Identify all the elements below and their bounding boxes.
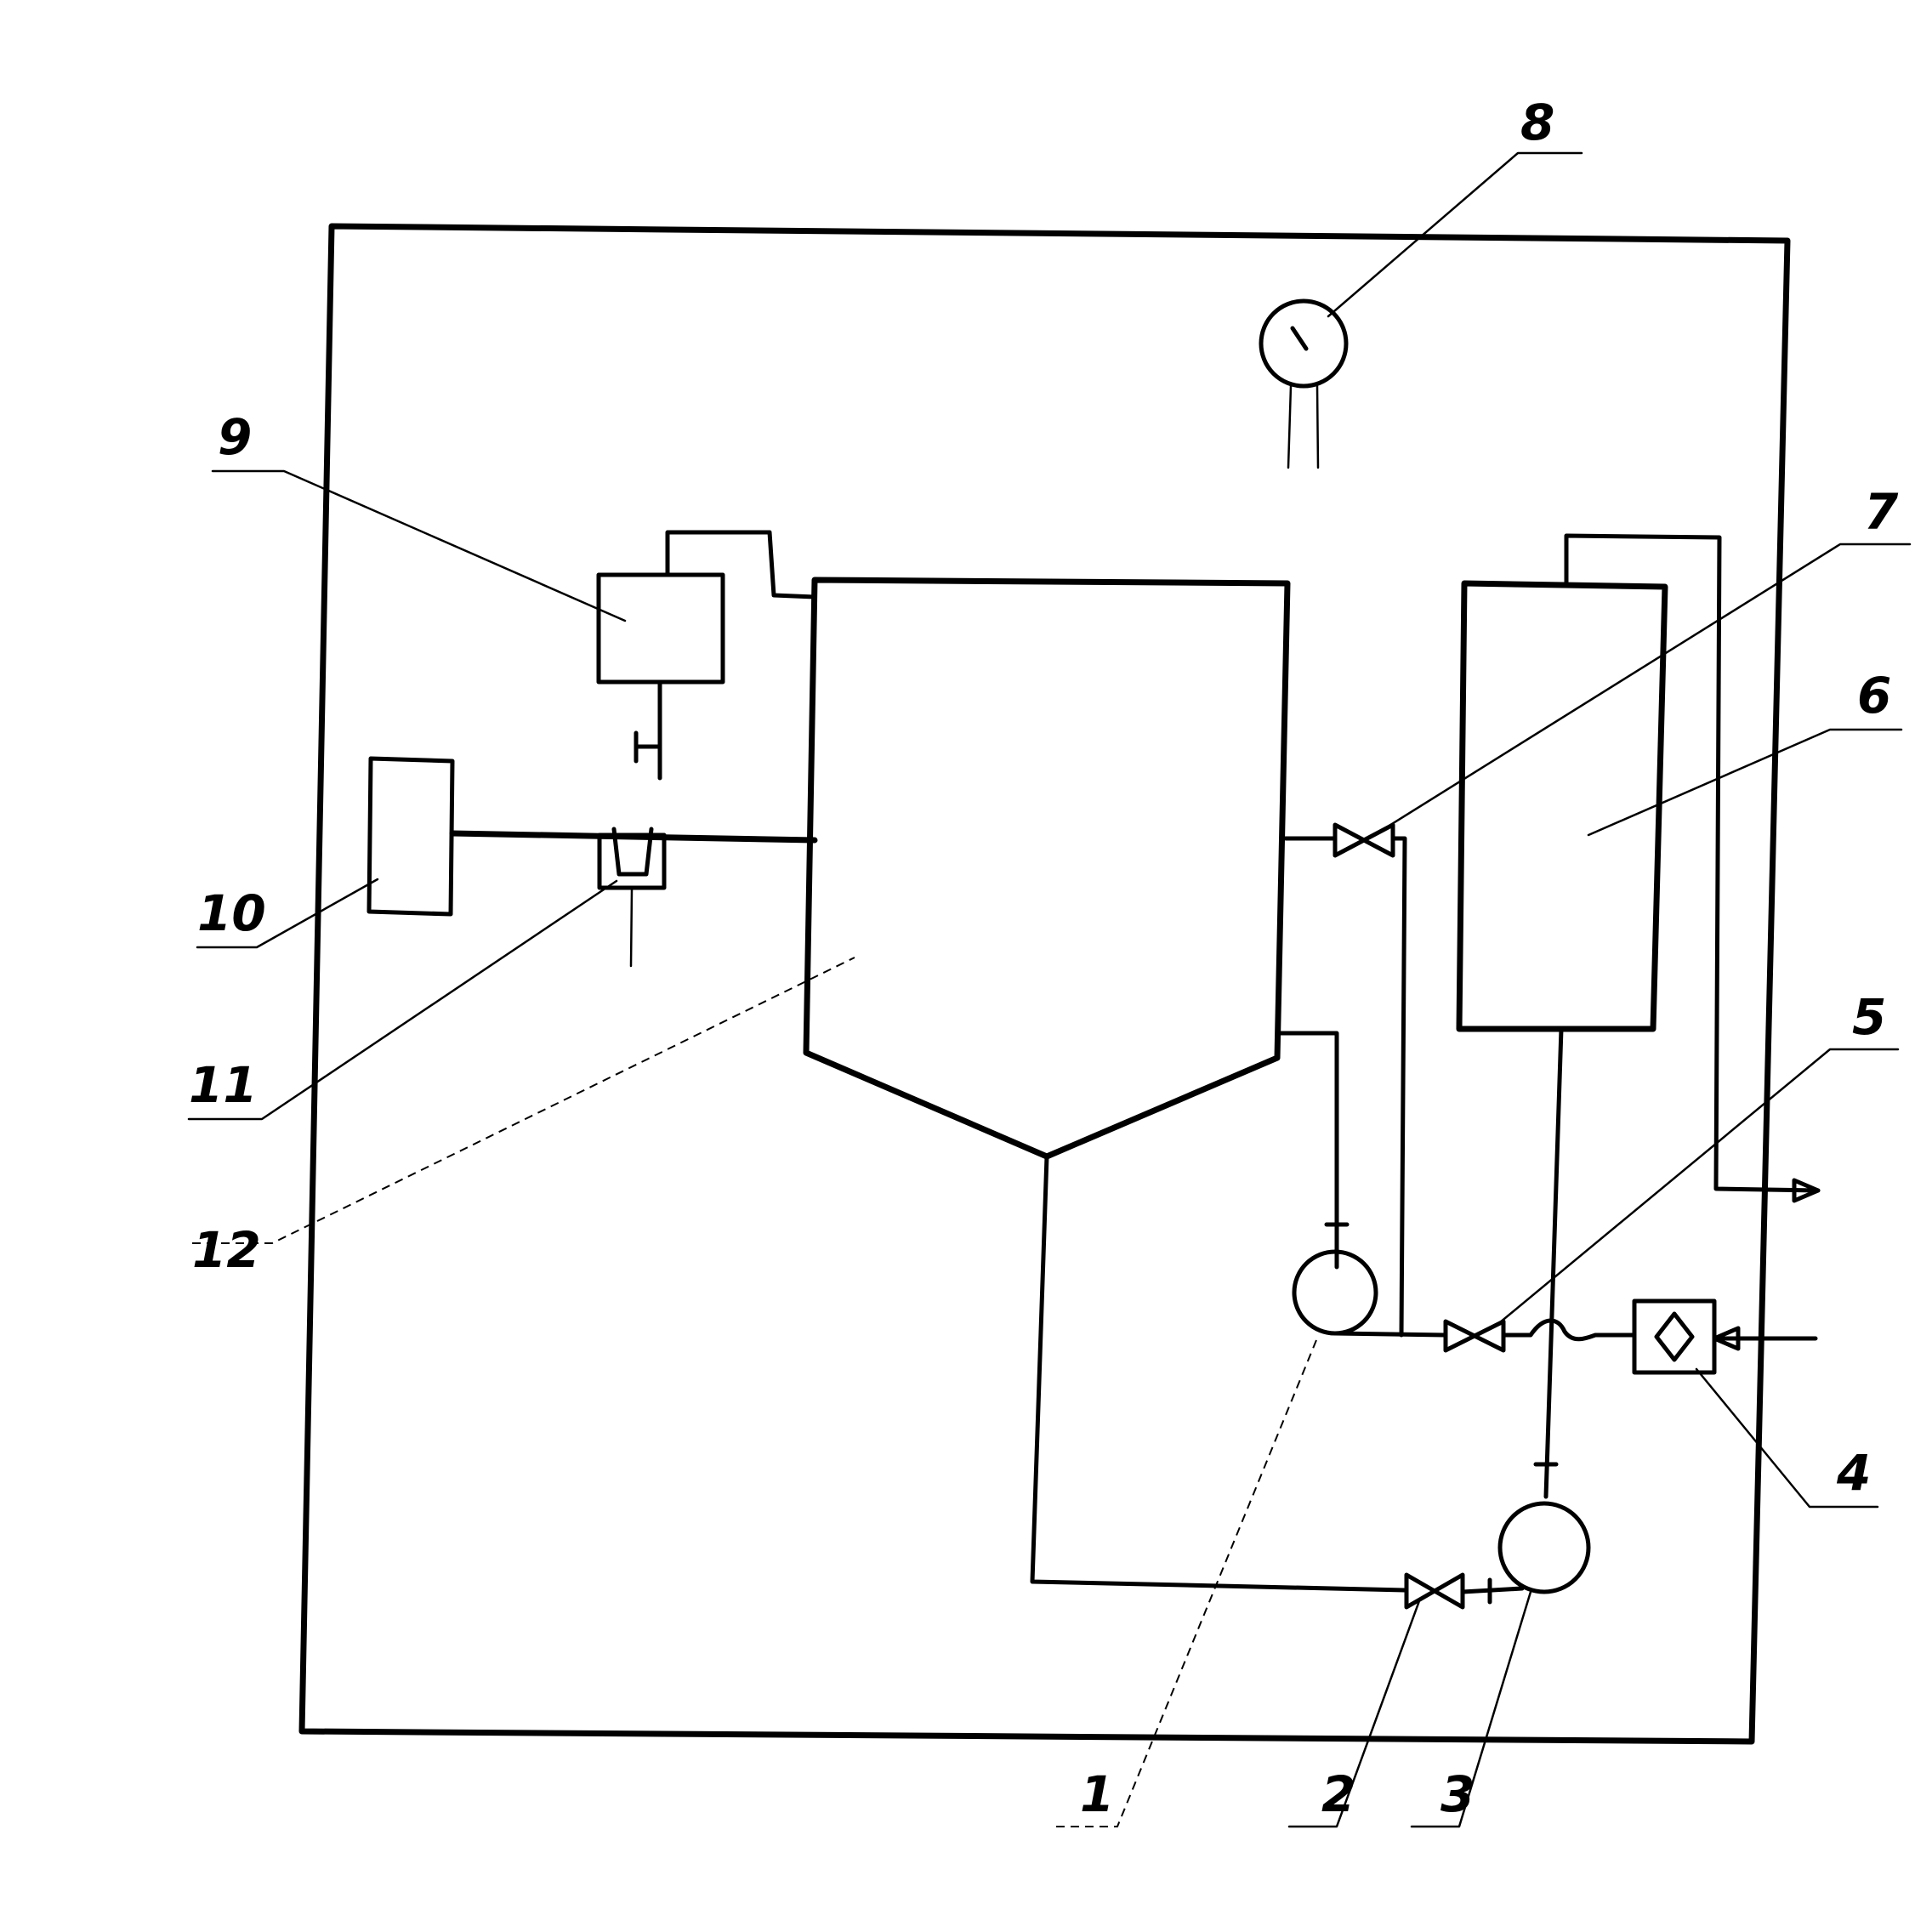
leader-line-4 [1695, 1367, 1879, 1509]
valve-2 [1404, 1572, 1465, 1610]
leader-line-12 [192, 957, 855, 1244]
leader-line-11 [187, 879, 618, 1121]
leader-line-7 [1386, 543, 1912, 828]
leader-line-1 [1051, 1339, 1317, 1827]
component-11-u [611, 827, 654, 877]
component-9-box [596, 572, 725, 685]
outlet-arrow [1792, 1178, 1821, 1203]
main-vessel [803, 577, 1291, 1160]
valve-7-down-pipe [1390, 836, 1407, 1338]
leader-line-5 [1493, 1048, 1900, 1328]
label-10: 10 [197, 884, 266, 942]
check-valve-4-diamond [1654, 1311, 1695, 1362]
leader-line-6 [1587, 728, 1903, 837]
label-9: 9 [218, 408, 252, 466]
leader-line-3 [1410, 1590, 1532, 1828]
leader-line-9 [211, 469, 627, 622]
label-2: 2 [1321, 1765, 1355, 1823]
label-12: 12 [192, 1221, 261, 1279]
tank-6 [1456, 580, 1668, 1032]
label-5: 5 [1852, 988, 1886, 1046]
label-11: 11 [189, 1056, 258, 1114]
gauge-stem [1287, 384, 1320, 469]
leader-line-10 [196, 878, 379, 949]
label-3: 3 [1440, 1765, 1475, 1823]
gauge-dial [1259, 298, 1349, 389]
tank-6-bottom-pipe [1543, 1026, 1564, 1499]
valve-7 [1333, 822, 1395, 858]
valve-2-to-pump-3 [1460, 1586, 1525, 1594]
leader-line-8 [1327, 151, 1583, 318]
component-10-box [367, 756, 455, 917]
label-8: 8 [1520, 94, 1554, 151]
valve-5 [1443, 1319, 1506, 1353]
tank-6-outlet-pipe [1564, 533, 1821, 1193]
component-11-stem [629, 888, 634, 968]
pump-3 [1497, 1501, 1591, 1594]
gauge-needle [1290, 326, 1309, 351]
component-9-valve-stem [634, 679, 662, 781]
label-1: 1 [1080, 1765, 1114, 1823]
outer-frame [298, 223, 1791, 1745]
component-9-line [665, 530, 817, 599]
leader-line-2 [1287, 1597, 1422, 1828]
label-6: 6 [1857, 667, 1891, 724]
header-line-right [1501, 1318, 1637, 1342]
header-line-left [1333, 1331, 1448, 1338]
label-7: 7 [1864, 483, 1899, 541]
vessel-bottom-pipe [1030, 1154, 1409, 1593]
component-11-box [597, 832, 667, 890]
pump-1-suction [1275, 1031, 1339, 1270]
inlet-arrow [1712, 1326, 1741, 1351]
label-4: 4 [1836, 1444, 1871, 1502]
